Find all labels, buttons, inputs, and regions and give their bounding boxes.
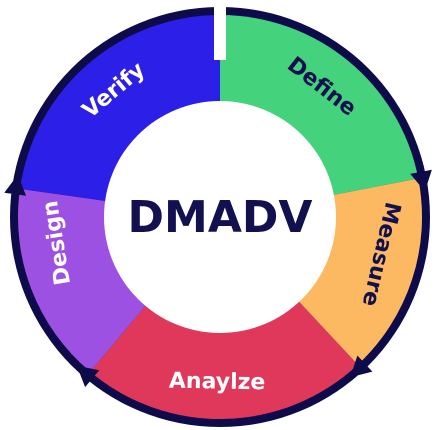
center-title: DMADV bbox=[128, 192, 313, 243]
segment-label-anaylze: Anaylze bbox=[169, 369, 266, 396]
cycle-arrowhead-icon bbox=[410, 169, 432, 192]
top-gap-divider bbox=[214, 0, 226, 60]
arrowheads-group bbox=[4, 169, 432, 388]
cycle-arrowhead-icon bbox=[76, 365, 100, 388]
cycle-arrowhead-icon bbox=[4, 174, 27, 196]
cycle-arrowhead-icon bbox=[350, 355, 373, 378]
center-circle bbox=[104, 101, 336, 333]
